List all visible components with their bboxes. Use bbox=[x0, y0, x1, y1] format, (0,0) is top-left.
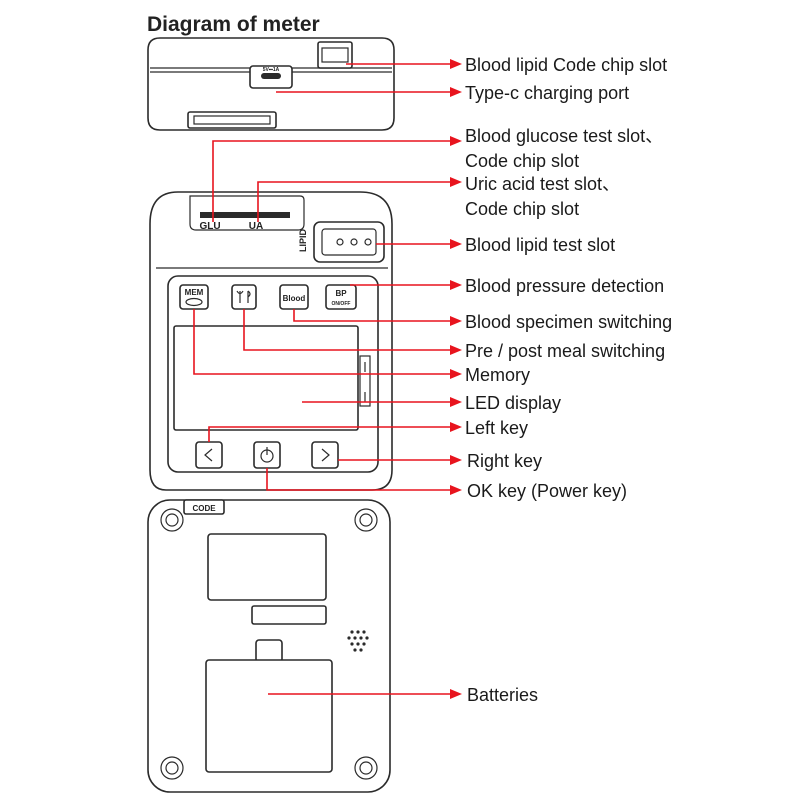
blood-key-label: Blood bbox=[283, 294, 306, 303]
meter-top-view: 5V⎓1A bbox=[147, 37, 395, 131]
label-glucose-slot-line1: Blood glucose test slot、 bbox=[465, 126, 663, 146]
label-uric-acid-slot-line1: Uric acid test slot、 bbox=[465, 174, 620, 194]
leader-lines bbox=[193, 59, 462, 699]
code-tag bbox=[183, 499, 225, 515]
label-recess bbox=[207, 533, 327, 601]
meter-back-view: CODE bbox=[147, 499, 391, 793]
label-ok-key: OK key (Power key) bbox=[467, 481, 627, 501]
label-right-key: Right key bbox=[467, 451, 542, 471]
label-type-c-port: Type-c charging port bbox=[465, 83, 629, 103]
speaker-grille bbox=[347, 630, 369, 652]
bp-key-sublabel: ON/OFF bbox=[332, 301, 351, 307]
ua-slot-label: UA bbox=[249, 221, 263, 232]
mem-key-label: MEM bbox=[185, 288, 204, 297]
glu-slot-label: GLU bbox=[199, 221, 220, 232]
label-uric-acid-slot-line2: Code chip slot bbox=[465, 199, 579, 219]
label-glucose-slot-line2: Code chip slot bbox=[465, 151, 579, 171]
callout-labels: Blood lipid Code chip slot Type-c chargi… bbox=[465, 55, 672, 705]
label-led-display: LED display bbox=[465, 393, 561, 413]
label-lipid-test-slot: Blood lipid test slot bbox=[465, 235, 615, 255]
label-memory: Memory bbox=[465, 365, 530, 385]
battery-cover bbox=[205, 659, 333, 773]
corner-feet bbox=[160, 508, 378, 780]
glu-ua-slot-opening bbox=[200, 212, 290, 218]
lipid-slot-label: LIPID bbox=[298, 228, 308, 252]
label-meal-switching: Pre / post meal switching bbox=[465, 341, 665, 361]
code-tag-label: CODE bbox=[192, 504, 216, 513]
label-bp-detection: Blood pressure detection bbox=[465, 276, 664, 296]
label-lipid-code-chip-slot: Blood lipid Code chip slot bbox=[465, 55, 667, 75]
bp-key-label: BP bbox=[335, 289, 347, 298]
meter-front-view: GLU UA LIPID MEM Blood BP ON/OFF bbox=[149, 191, 393, 491]
bottom-slot-top-view bbox=[187, 111, 277, 129]
lipid-test-slot bbox=[313, 221, 385, 263]
label-batteries: Batteries bbox=[467, 685, 538, 705]
serial-recess bbox=[251, 605, 327, 625]
meal-key[interactable] bbox=[231, 284, 257, 310]
type-c-port bbox=[261, 73, 281, 79]
bp-key[interactable] bbox=[325, 284, 357, 310]
diagram-title: Diagram of meter bbox=[147, 13, 320, 36]
label-specimen-switching: Blood specimen switching bbox=[465, 312, 672, 332]
left-key[interactable] bbox=[195, 441, 223, 469]
battery-cover-latch bbox=[255, 639, 283, 663]
right-key[interactable] bbox=[311, 441, 339, 469]
type-c-mark: 5V⎓1A bbox=[263, 67, 280, 73]
label-left-key: Left key bbox=[465, 418, 528, 438]
led-display bbox=[173, 325, 359, 431]
